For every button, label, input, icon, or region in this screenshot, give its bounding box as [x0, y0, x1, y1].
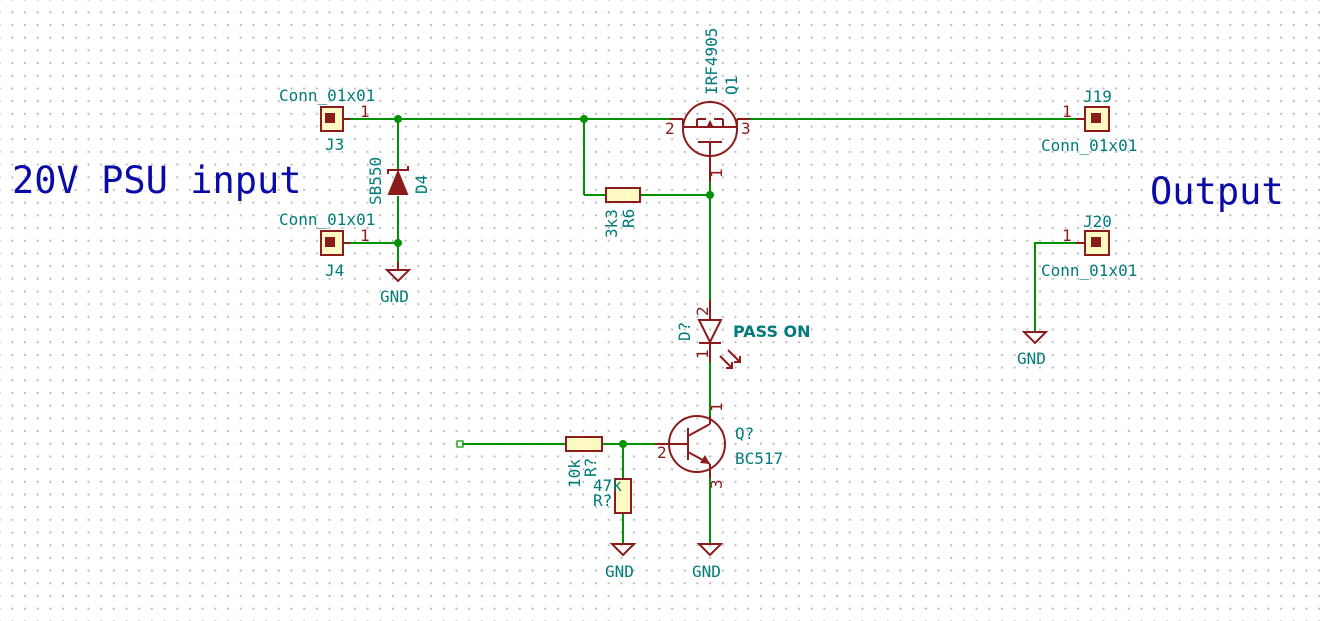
led-ref: D? — [675, 322, 694, 341]
junction-dot — [394, 239, 402, 247]
pin-number-base: 2 — [657, 443, 667, 462]
pin-number: 1 — [1062, 226, 1072, 245]
connector-j20[interactable]: J20 Conn_01x01 1 — [1041, 212, 1137, 280]
connector-pin-square — [325, 113, 335, 123]
pin-number: 1 — [1062, 102, 1072, 121]
gnd-label: GND — [692, 562, 721, 581]
connector-value: Conn_01x01 — [1041, 261, 1137, 280]
diode-value: SB550 — [366, 157, 385, 205]
mosfet-arrow — [706, 120, 714, 128]
junction-dot — [706, 191, 714, 199]
junctions — [394, 115, 714, 448]
pin-number: 1 — [360, 226, 370, 245]
resistor-body — [614, 478, 632, 514]
connector-ref: J19 — [1083, 87, 1112, 106]
connector-value: Conn_01x01 — [279, 86, 375, 105]
pin-number: 1 — [360, 102, 370, 121]
connector-j3[interactable]: Conn_01x01 J3 1 — [279, 86, 375, 154]
transistor-collector — [687, 423, 711, 437]
led-ray — [727, 349, 741, 363]
connector-ref: J4 — [325, 261, 344, 280]
diode-bar — [387, 166, 409, 174]
pin-number-source: 2 — [665, 119, 675, 138]
gnd-triangle — [1021, 331, 1049, 345]
pin-number-gate: 1 — [707, 168, 726, 178]
led-value: PASS ON — [733, 322, 811, 341]
mosfet-value: IRF4905 — [702, 28, 721, 95]
transistor-q2[interactable]: Q? BC517 1 2 3 — [655, 402, 783, 489]
gnd-symbol-d4[interactable]: GND — [380, 262, 412, 306]
led-ray-head — [734, 356, 741, 363]
gnd-label: GND — [380, 287, 409, 306]
diode-d4[interactable]: SB550 D4 — [366, 157, 431, 205]
resistor-value: 47k — [593, 476, 622, 495]
connector-pin-square — [1091, 113, 1101, 123]
gnd-symbol-pulldown[interactable]: GND — [605, 543, 637, 581]
mosfet-ref: Q1 — [722, 76, 741, 95]
pin-number-collector: 1 — [707, 402, 726, 412]
resistor-body — [605, 187, 641, 203]
gnd-label: GND — [1017, 349, 1046, 368]
resistor-ref: R6 — [619, 209, 638, 228]
resistor-value: 10k — [565, 459, 584, 488]
connector-pin-square — [1091, 237, 1101, 247]
connector-pin-square — [325, 237, 335, 247]
connector-value: Conn_01x01 — [279, 210, 375, 229]
connector-ref: J3 — [325, 135, 344, 154]
connector-j4[interactable]: Conn_01x01 J4 1 — [279, 210, 375, 280]
junction-dot — [394, 115, 402, 123]
gnd-symbol-j20[interactable]: GND — [1017, 331, 1049, 368]
base-input-terminal[interactable] — [456, 440, 464, 448]
led-ray-head — [726, 362, 733, 369]
junction-dot — [619, 440, 627, 448]
transistor-arrow — [700, 455, 710, 464]
junction-dot — [580, 115, 588, 123]
note-psu-input: 20V PSU input — [12, 159, 302, 202]
resistor-body — [565, 436, 603, 452]
led-ray — [719, 355, 733, 369]
transistor-value: BC517 — [735, 449, 783, 468]
led-pass-on[interactable]: D? PASS ON 2 1 — [675, 300, 811, 369]
pin-number-emitter: 3 — [707, 479, 726, 489]
wire-j20-gnd[interactable] — [1034, 242, 1078, 332]
gnd-symbol-q2[interactable]: GND — [692, 543, 724, 581]
resistor-pulldown[interactable]: 47k R? — [593, 476, 632, 514]
resistor-base[interactable]: 10k R? — [565, 436, 603, 488]
resistor-value: 3k3 — [602, 209, 621, 238]
connector-value: Conn_01x01 — [1041, 136, 1137, 155]
mosfet-q1[interactable]: IRF4905 Q1 2 3 1 — [665, 28, 751, 182]
resistor-r6[interactable]: 3k3 R6 — [602, 187, 641, 238]
pin-number-anode: 2 — [693, 306, 712, 316]
resistor-ref: R? — [581, 458, 600, 477]
led-triangle — [697, 319, 723, 345]
resistor-ref: R? — [593, 491, 612, 510]
pin-number-cathode: 1 — [693, 349, 712, 359]
gnd-triangle — [384, 269, 412, 283]
gnd-triangle — [609, 543, 637, 557]
connector-ref: J20 — [1083, 212, 1112, 231]
note-output: Output — [1150, 170, 1284, 213]
gnd-triangle — [696, 543, 724, 557]
connector-j19[interactable]: J19 Conn_01x01 1 — [1041, 87, 1137, 155]
diode-ref: D4 — [412, 175, 431, 194]
pin-number-drain: 3 — [741, 119, 751, 138]
diode-triangle — [387, 169, 409, 195]
transistor-ref: Q? — [735, 424, 754, 443]
gnd-label: GND — [605, 562, 634, 581]
